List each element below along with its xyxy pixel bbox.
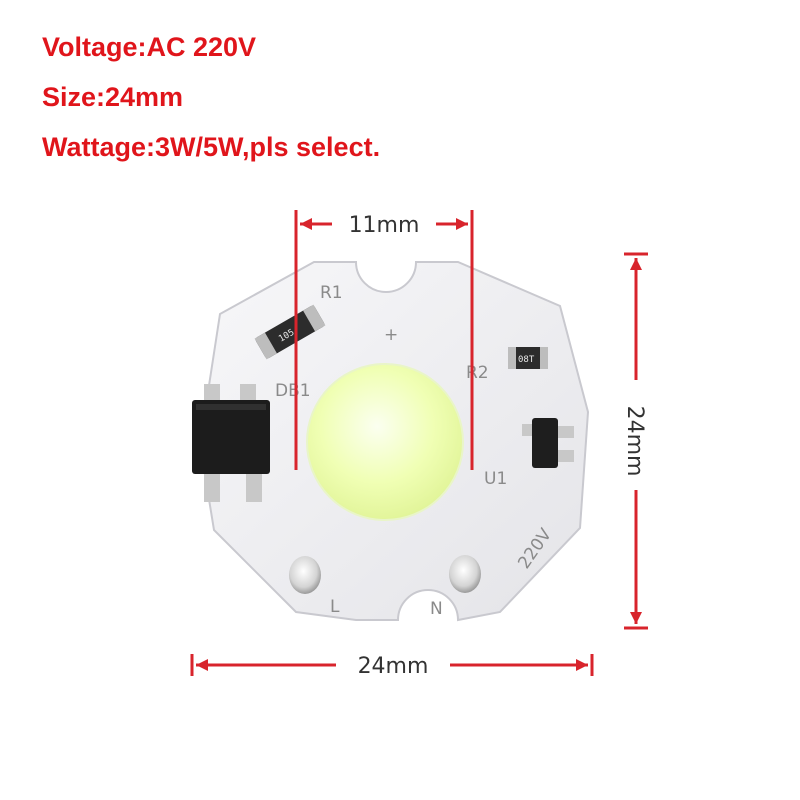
spec-size: Size:24mm [42, 82, 184, 112]
spec-wattage: Wattage:3W/5W,pls select. [42, 132, 381, 162]
dimension-board-height [624, 252, 648, 630]
label-n: N [430, 599, 443, 619]
dimension-label-board-width: 24mm [358, 654, 429, 679]
label-r2: R2 [466, 363, 489, 383]
dimension-label-board-height: 24mm [622, 406, 647, 477]
solder-pad-l [289, 556, 321, 594]
driver-ic-u1 [522, 418, 574, 468]
dimension-label-chip-width: 11mm [349, 213, 420, 238]
label-u1: U1 [484, 469, 507, 489]
cob-led-chip [306, 363, 464, 521]
label-r1: R1 [320, 283, 343, 303]
r2-marking: 08T [518, 355, 535, 365]
dimension-chip-width [294, 210, 474, 470]
label-plus: + [384, 325, 398, 345]
label-l: L [330, 597, 340, 617]
resistor-r1: 105 [254, 304, 326, 360]
resistor-r2: 08T [508, 347, 548, 369]
label-db1: DB1 [275, 381, 311, 401]
dimension-board-width [190, 654, 594, 676]
bridge-rectifier-db1 [192, 384, 270, 502]
solder-pad-n [449, 555, 481, 593]
spec-voltage: Voltage:AC 220V [42, 32, 257, 62]
